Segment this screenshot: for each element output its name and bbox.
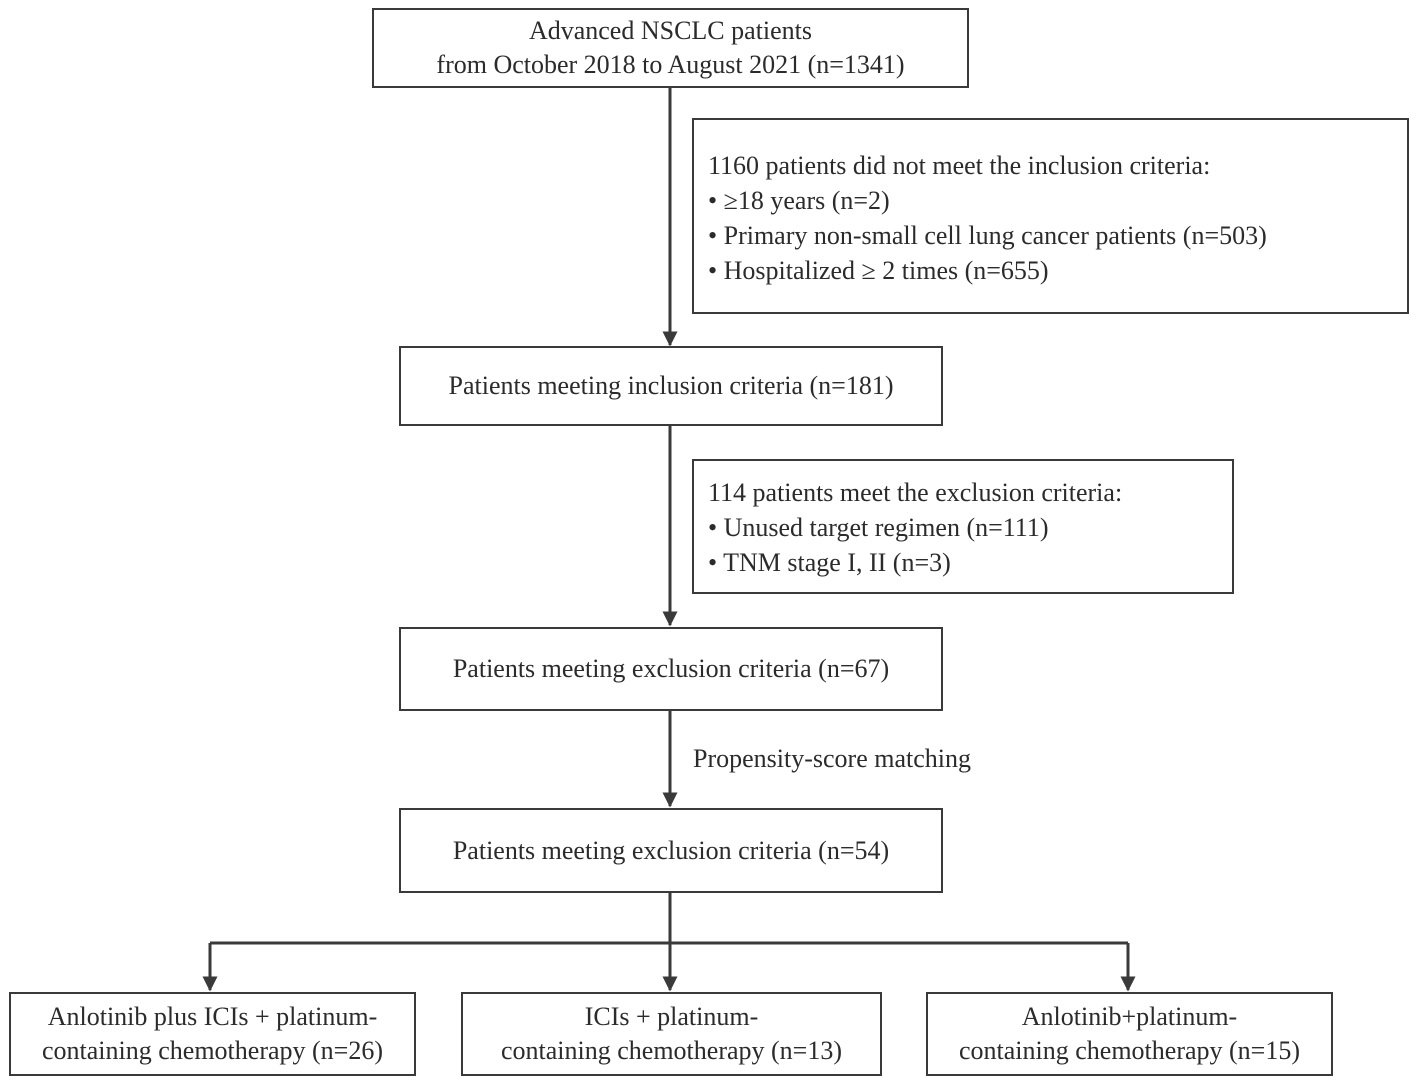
inclusion-met-box: Patients meeting inclusion criteria (n=1… bbox=[399, 346, 943, 426]
inclusion-exclusion-heading: 1160 patients did not meet the inclusion… bbox=[708, 151, 1211, 180]
inclusion-exclusion-box: 1160 patients did not meet the inclusion… bbox=[692, 118, 1409, 314]
start-line-1: Advanced NSCLC patients bbox=[528, 16, 813, 45]
group-box-anlotinib-ici-chemo: Anlotinib plus ICIs + platinum- containi… bbox=[9, 992, 416, 1076]
matching-label: Propensity-score matching bbox=[693, 744, 971, 773]
group-box-ici-chemo: ICIs + platinum- containing chemotherapy… bbox=[461, 992, 882, 1076]
group-line-1: Anlotinib+platinum- bbox=[1021, 1002, 1238, 1031]
exclusion-criteria-item: • Unused target regimen (n=111) bbox=[708, 513, 1049, 542]
inclusion-exclusion-item: • Hospitalized ≥ 2 times (n=655) bbox=[708, 256, 1049, 285]
exclusion-criteria-heading: 114 patients meet the exclusion criteria… bbox=[708, 478, 1123, 507]
group-line-2: containing chemotherapy (n=26) bbox=[42, 1036, 383, 1065]
start-line-2: from October 2018 to August 2021 (n=1341… bbox=[436, 50, 905, 79]
group-line-2: containing chemotherapy (n=13) bbox=[501, 1036, 842, 1065]
group-line-2: containing chemotherapy (n=15) bbox=[959, 1036, 1300, 1065]
exclusion-met-text: Patients meeting exclusion criteria (n=6… bbox=[452, 654, 890, 683]
matched-box: Patients meeting exclusion criteria (n=5… bbox=[399, 808, 943, 893]
group-line-1: Anlotinib plus ICIs + platinum- bbox=[47, 1002, 378, 1031]
group-box-anlotinib-chemo: Anlotinib+platinum- containing chemother… bbox=[926, 992, 1333, 1076]
group-line-1: ICIs + platinum- bbox=[584, 1002, 759, 1031]
start-box: Advanced NSCLC patients from October 201… bbox=[372, 8, 969, 88]
inclusion-met-text: Patients meeting inclusion criteria (n=1… bbox=[448, 371, 894, 400]
exclusion-criteria-item: • TNM stage I, II (n=3) bbox=[708, 548, 951, 577]
exclusion-met-box: Patients meeting exclusion criteria (n=6… bbox=[399, 627, 943, 711]
inclusion-exclusion-item: • Primary non-small cell lung cancer pat… bbox=[708, 221, 1267, 250]
exclusion-criteria-box: 114 patients meet the exclusion criteria… bbox=[692, 459, 1234, 594]
inclusion-exclusion-item: • ≥18 years (n=2) bbox=[708, 186, 890, 215]
matched-text: Patients meeting exclusion criteria (n=5… bbox=[452, 835, 890, 865]
